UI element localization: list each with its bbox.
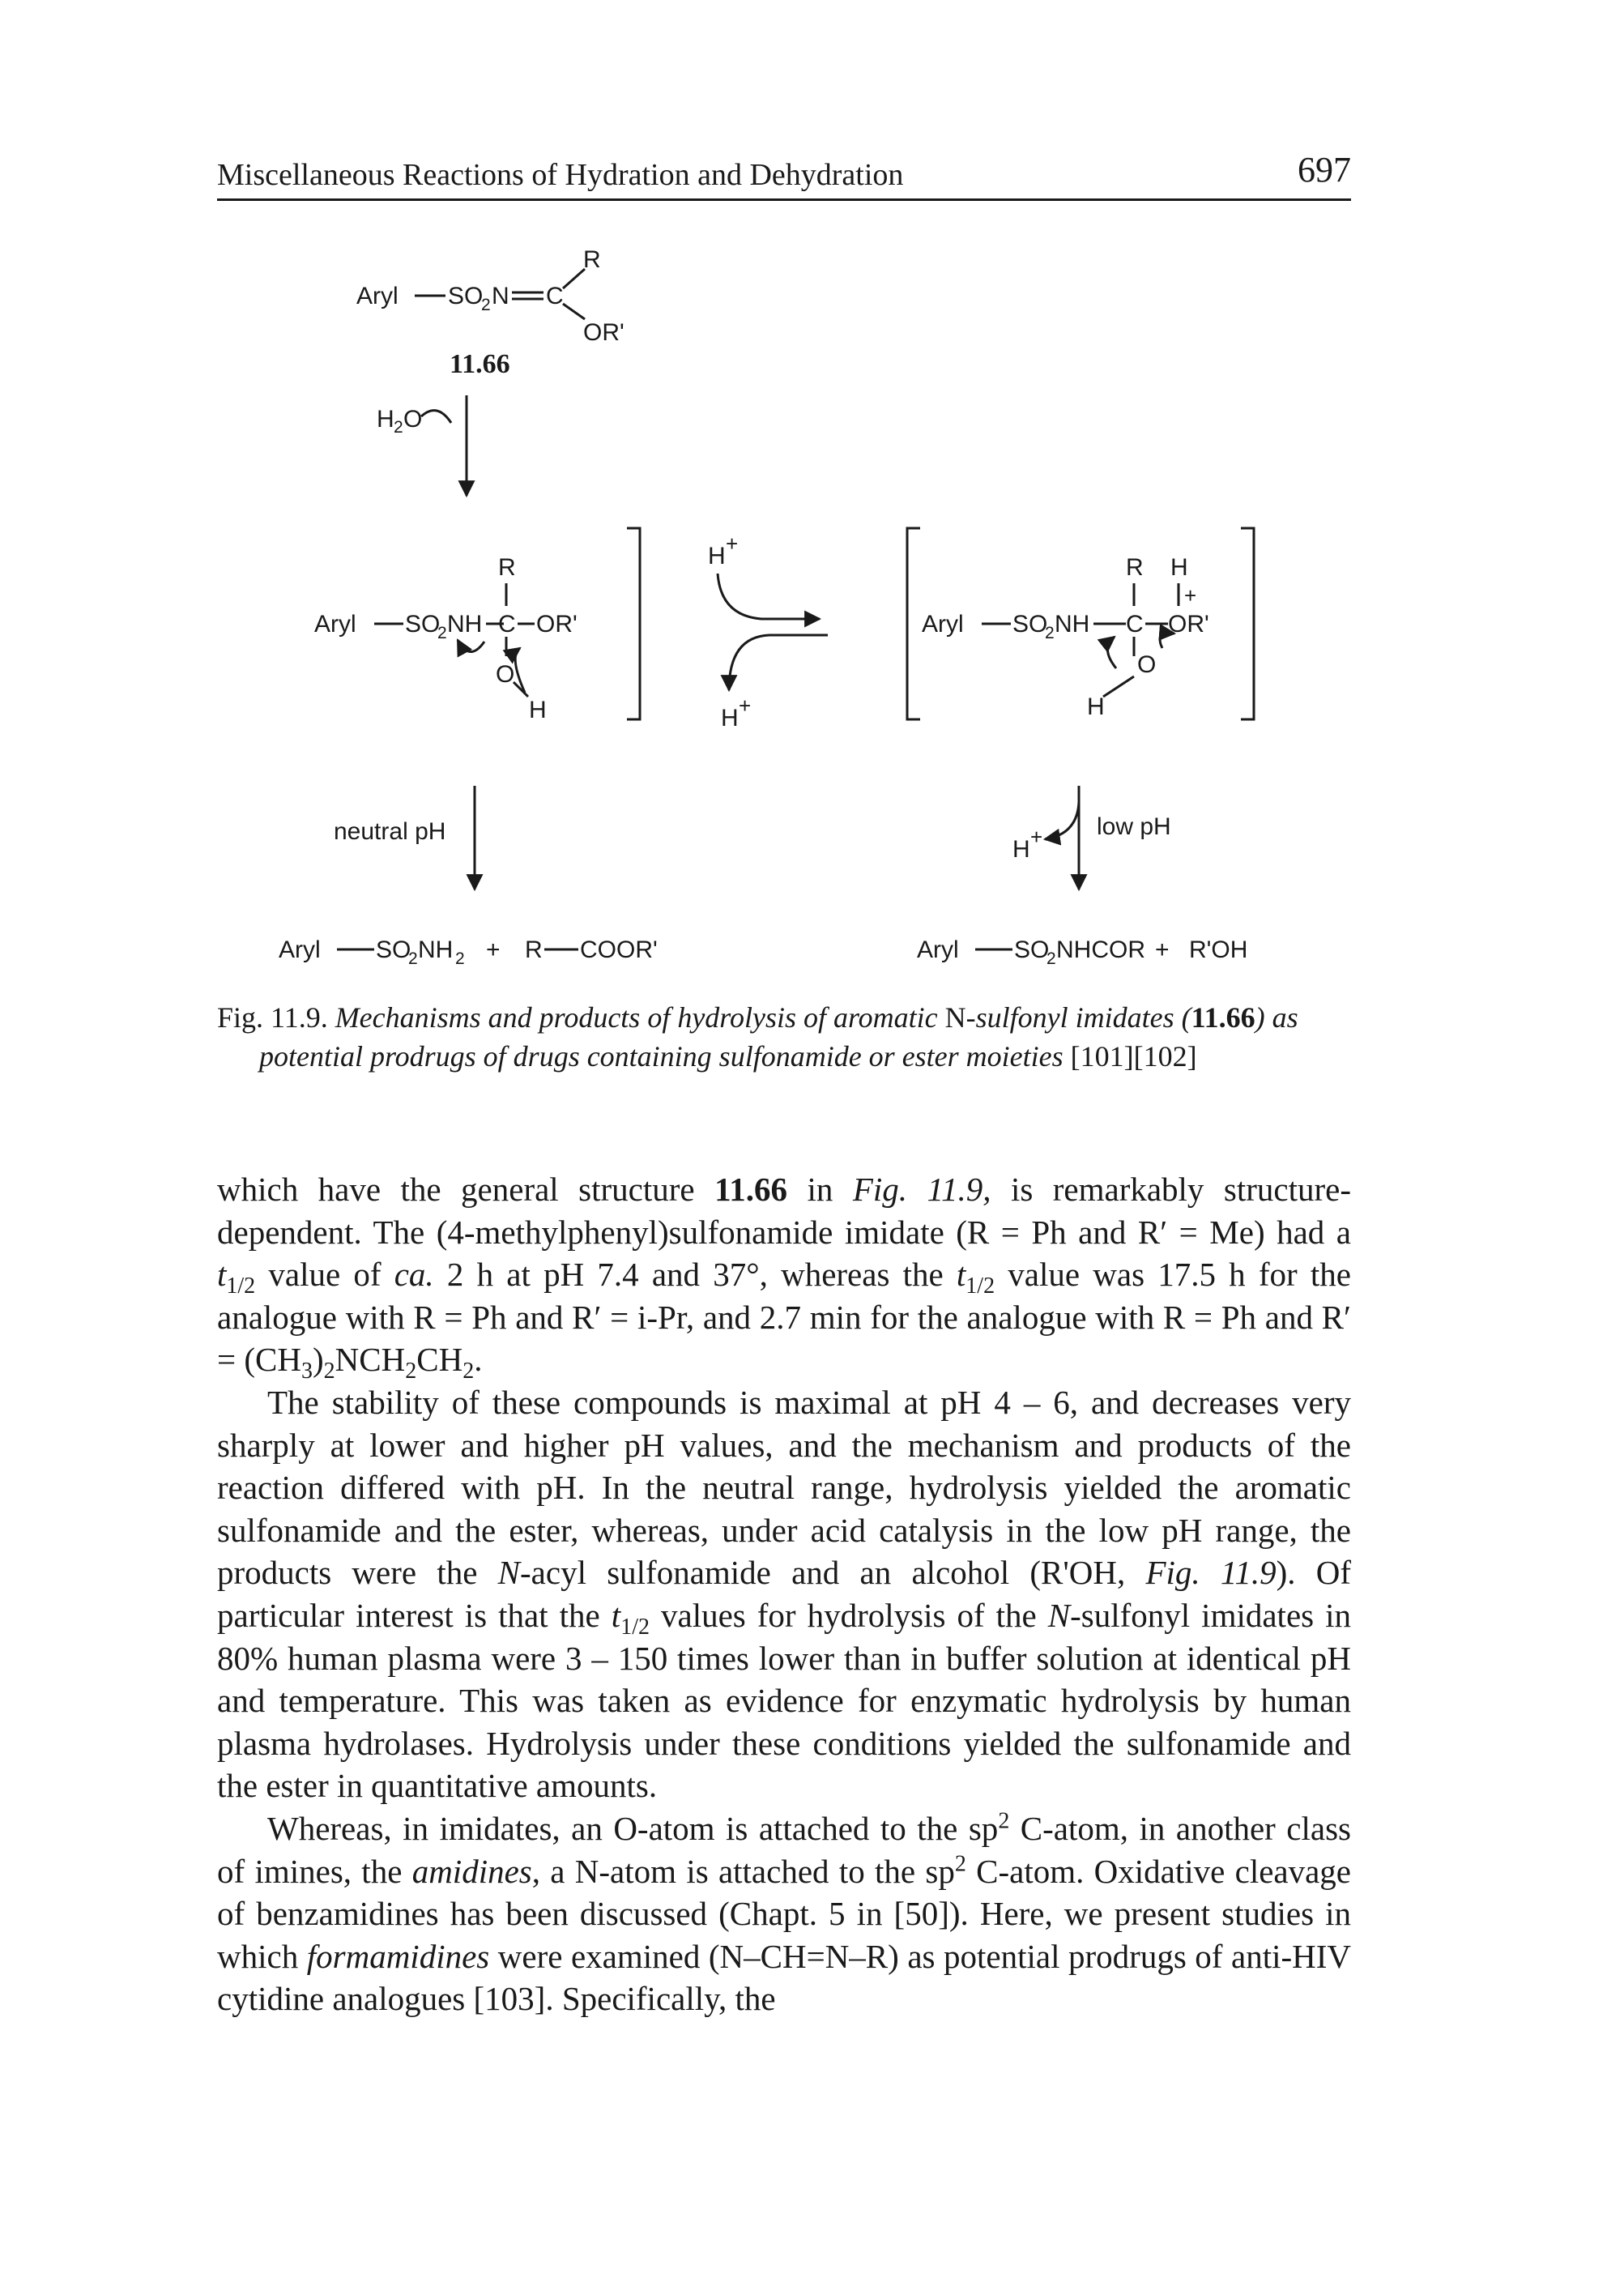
compound-number: 11.66: [1191, 1001, 1255, 1034]
paragraph-2: The stability of these compounds is maxi…: [217, 1383, 1352, 1805]
h-label: H: [1170, 554, 1188, 581]
so2-label: SO: [1012, 611, 1047, 638]
electron-arrow: [502, 646, 526, 693]
subscript-2: 2: [394, 418, 403, 437]
body-text: which have the general structure 11.66 i…: [217, 1168, 1351, 2020]
reverse-arrow: [720, 633, 828, 693]
acidic-products: Aryl SO 2 NHCOR + R'OH: [917, 936, 1247, 968]
low-ph-label: low pH: [1097, 813, 1171, 840]
imidate-structure: Aryl SO 2 N C R OR' 11.66: [356, 246, 624, 379]
aryl-label: Aryl: [917, 936, 959, 963]
aryl-label: Aryl: [922, 611, 964, 638]
o-label: O: [496, 661, 514, 688]
water-addition: H 2 O: [377, 395, 475, 498]
bond: [1102, 675, 1135, 698]
caption-text: Mechanisms and products of hydrolysis of…: [335, 1001, 938, 1034]
o-label: O: [403, 406, 422, 433]
electron-arrow: [456, 638, 486, 658]
n-label: N: [492, 283, 509, 309]
subscript-2: 2: [481, 296, 491, 314]
r-label: R: [1126, 554, 1144, 581]
nh-label: NH: [1055, 611, 1089, 638]
electron-arrow: [1158, 624, 1177, 649]
aryl-label: Aryl: [314, 611, 356, 638]
c-label: C: [546, 283, 564, 309]
plus-sign: +: [1155, 936, 1170, 963]
figure-label: Fig. 11.9.: [217, 1001, 328, 1034]
or-label: OR': [583, 319, 624, 346]
plus-sign: +: [726, 531, 738, 556]
proton-release-arrow: [1042, 801, 1081, 846]
nh-label: NH: [447, 611, 482, 638]
reaction-scheme: Aryl SO 2 N C R OR' 11.66 H 2 O Aryl: [180, 235, 1304, 980]
or-label: OR': [536, 611, 578, 638]
forward-arrow: [716, 573, 822, 628]
subscript-2: 2: [455, 949, 465, 968]
coor-label: COOR': [580, 936, 658, 963]
bracket-right: [1241, 527, 1255, 721]
paragraph-3: Whereas, in imidates, an O-atom is attac…: [217, 1808, 1352, 2018]
bond: [562, 302, 586, 321]
plus-sign: +: [1184, 583, 1196, 608]
h-label: H: [529, 697, 547, 723]
plus-sign: +: [1030, 825, 1042, 849]
caption-line-2: potential prodrugs of drugs containing s…: [217, 1037, 1351, 1076]
reaction-scheme-svg: Aryl SO 2 N C R OR' 11.66 H 2 O Aryl: [180, 246, 1255, 968]
curved-bond: [420, 409, 453, 424]
roh-label: R'OH: [1189, 936, 1247, 963]
h-label: H: [1087, 693, 1105, 720]
c-label: C: [498, 611, 516, 638]
paragraph-1: which have the general structure 11.66 i…: [217, 1171, 1351, 1384]
aryl-label: Aryl: [356, 283, 399, 309]
bond: [562, 267, 586, 290]
nhcor-label: NHCOR: [1056, 936, 1145, 963]
running-header: Miscellaneous Reactions of Hydration and…: [217, 149, 1351, 201]
c-label: C: [1126, 611, 1144, 638]
bracket-right: [627, 527, 642, 721]
neutral-ph-label: neutral pH: [334, 818, 445, 845]
so2-label: SO: [1014, 936, 1049, 963]
subscript-2: 2: [437, 624, 447, 642]
plus-sign: +: [739, 693, 751, 718]
proton-h: H: [708, 543, 726, 569]
electron-arrow: [1097, 635, 1118, 669]
left-intermediate: Aryl SO 2 NH R C OR' O H: [314, 554, 578, 723]
h-label: H: [377, 406, 394, 433]
so2-label: SO: [376, 936, 411, 963]
r-label: R: [525, 936, 543, 963]
r-label: R: [583, 246, 601, 273]
running-title: Miscellaneous Reactions of Hydration and…: [217, 158, 904, 192]
caption-text: ) as: [1255, 1001, 1298, 1034]
figure-caption: Fig. 11.9. Mechanisms and products of hy…: [217, 998, 1351, 1076]
o-label: O: [1137, 651, 1156, 678]
so2-label: SO: [405, 611, 440, 638]
bond: [512, 680, 530, 698]
subscript-2: 2: [1046, 949, 1056, 968]
plus-sign: +: [486, 936, 501, 963]
bracket-left: [906, 527, 920, 721]
r-label: R: [498, 554, 516, 581]
page-number: 697: [1298, 150, 1351, 190]
aryl-label: Aryl: [279, 936, 321, 963]
nh-label: NH: [418, 936, 453, 963]
proton-h: H: [1012, 836, 1030, 863]
caption-text: N: [944, 1001, 966, 1034]
right-intermediate: Aryl SO 2 NH R C H + OR' O H: [922, 554, 1209, 720]
compound-number: 11.66: [450, 349, 510, 379]
caption-refs: [101][102]: [1070, 1040, 1197, 1073]
caption-text: -sulfonyl imidates (: [965, 1001, 1191, 1034]
so2-label: SO: [448, 283, 483, 309]
proton-h: H: [721, 705, 739, 732]
neutral-products: Aryl SO 2 NH 2 + R COOR': [279, 936, 658, 968]
acid-equilibrium: H + H +: [708, 531, 828, 732]
header-rule: [217, 198, 1351, 201]
subscript-2: 2: [408, 949, 418, 968]
subscript-2: 2: [1045, 624, 1055, 642]
caption-text: potential prodrugs of drugs containing s…: [259, 1040, 1063, 1073]
